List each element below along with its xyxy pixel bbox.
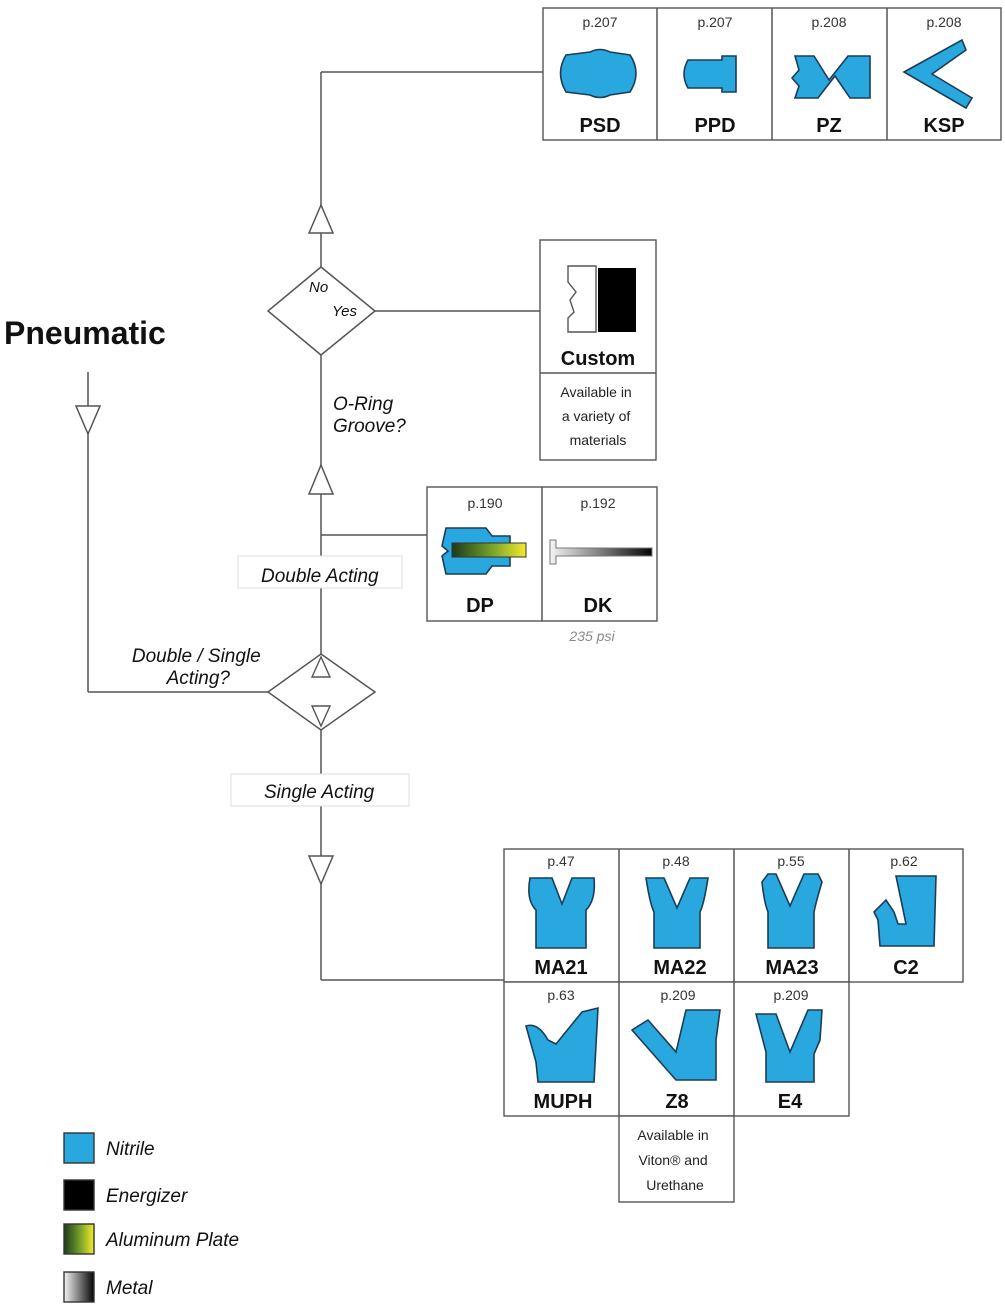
page-ref: p.63 bbox=[547, 987, 574, 1003]
page-ref: p.48 bbox=[662, 853, 689, 869]
svg-text:Custom: Custom bbox=[561, 348, 635, 370]
seal-name: MA22 bbox=[653, 957, 706, 979]
nitrile-swatch bbox=[63, 1132, 95, 1164]
seal-name: MA23 bbox=[765, 957, 818, 979]
single-acting-label: Single Acting bbox=[264, 782, 375, 803]
page-ref: p.62 bbox=[890, 853, 917, 869]
seal-card-ma22: p.48 MA22 bbox=[645, 853, 709, 979]
seal-name: C2 bbox=[893, 957, 919, 979]
acting-decision-diamond bbox=[266, 653, 377, 731]
legend-item-nitrile: Nitrile bbox=[63, 1132, 155, 1164]
seal-name: E4 bbox=[778, 1091, 803, 1113]
e4-profile-icon bbox=[754, 1009, 823, 1083]
arrow-up-icon bbox=[307, 463, 335, 495]
aluminum-plate-swatch bbox=[63, 1223, 95, 1255]
page-ref: p.209 bbox=[773, 987, 808, 1003]
oring-decision-diamond bbox=[266, 266, 377, 356]
flow-arrows bbox=[74, 203, 335, 886]
energizer-block-icon bbox=[598, 268, 636, 332]
page-ref: p.55 bbox=[777, 853, 804, 869]
svg-text:Energizer: Energizer bbox=[106, 1186, 188, 1207]
page-ref: p.208 bbox=[811, 14, 846, 30]
arrow-down-icon bbox=[74, 405, 102, 436]
custom-note: Available in a variety of materials bbox=[560, 384, 635, 448]
seal-card-pz: p.208 PZ bbox=[790, 14, 871, 137]
page-ref: p.208 bbox=[926, 14, 961, 30]
no-label: No bbox=[309, 279, 328, 296]
ma21-profile-icon bbox=[528, 877, 596, 949]
custom-card: Custom Available in a variety of materia… bbox=[539, 239, 657, 461]
connector-lines bbox=[87, 71, 543, 981]
oring-question: O-Ring Groove? bbox=[333, 394, 406, 437]
pressure-note: 235 psi bbox=[568, 628, 615, 644]
arrow-up-icon bbox=[307, 203, 335, 234]
seal-card-c2: p.62 C2 bbox=[873, 853, 937, 979]
svg-text:Metal: Metal bbox=[106, 1278, 153, 1299]
seal-name: Z8 bbox=[665, 1091, 688, 1113]
arrow-down-icon bbox=[307, 855, 335, 886]
muph-profile-icon bbox=[525, 1006, 599, 1083]
seal-card-ppd: p.207 PPD bbox=[683, 14, 737, 137]
double-acting-group: p.190 DP p.192 DK 235 psi bbox=[426, 486, 658, 644]
ppd-profile-icon bbox=[683, 55, 737, 93]
arrow-up-icon bbox=[310, 655, 332, 678]
seal-card-muph: p.63 MUPH bbox=[525, 987, 599, 1113]
psd-profile-icon bbox=[559, 48, 637, 99]
energizer-swatch bbox=[63, 1179, 95, 1211]
custom-seal-profile-icon bbox=[567, 265, 597, 333]
page-ref: p.207 bbox=[582, 14, 617, 30]
pz-profile-icon bbox=[790, 55, 871, 99]
no-groove-group: p.207 PSD p.207 PPD p.208 PZ p.208 KSP bbox=[542, 7, 1002, 141]
acting-question: Double / Single Acting? bbox=[132, 646, 266, 689]
seal-name: DP bbox=[466, 595, 494, 617]
seal-card-dp: p.190 DP bbox=[441, 495, 527, 617]
page-ref: p.192 bbox=[580, 495, 615, 511]
seal-name: MUPH bbox=[534, 1091, 593, 1113]
yes-label: Yes bbox=[332, 303, 358, 320]
svg-text:Nitrile: Nitrile bbox=[106, 1139, 155, 1160]
seal-name: DK bbox=[584, 595, 613, 617]
seal-card-ma21: p.47 MA21 bbox=[528, 853, 596, 979]
z8-profile-icon bbox=[630, 1009, 721, 1081]
page-ref: p.209 bbox=[660, 987, 695, 1003]
page-ref: p.190 bbox=[467, 495, 502, 511]
dk-metal-profile-icon bbox=[549, 539, 653, 565]
metal-swatch bbox=[63, 1271, 95, 1303]
double-acting-label-bg bbox=[237, 555, 403, 589]
svg-text:Aluminum Plate: Aluminum Plate bbox=[105, 1230, 239, 1251]
page-ref: p.207 bbox=[697, 14, 732, 30]
seal-card-e4: p.209 E4 bbox=[754, 987, 823, 1113]
seal-card-ma23: p.55 MA23 bbox=[761, 853, 823, 979]
legend: Nitrile Energizer Aluminum Plate Metal bbox=[63, 1132, 239, 1303]
double-acting-label: Double Acting bbox=[261, 566, 379, 587]
page-title: Pneumatic bbox=[4, 315, 166, 351]
seal-card-psd: p.207 PSD bbox=[559, 14, 637, 137]
ksp-profile-icon bbox=[902, 38, 974, 110]
seal-card-dk: p.192 DK bbox=[549, 495, 653, 617]
page-ref: p.47 bbox=[547, 853, 574, 869]
seal-card-ksp: p.208 KSP bbox=[902, 14, 974, 137]
ma23-profile-icon bbox=[761, 873, 823, 949]
legend-item-energizer: Energizer bbox=[63, 1179, 188, 1211]
seal-name: KSP bbox=[923, 115, 964, 137]
c2-profile-icon bbox=[873, 875, 937, 947]
single-acting-group: p.47 MA21 p.48 MA22 p.55 MA23 p.62 C2 p.… bbox=[503, 848, 964, 1203]
arrow-down-icon bbox=[310, 705, 332, 728]
seal-name: MA21 bbox=[534, 957, 587, 979]
seal-name: PPD bbox=[694, 115, 735, 137]
aluminum-plate-icon bbox=[451, 542, 527, 558]
ma22-profile-icon bbox=[645, 877, 709, 949]
legend-item-metal: Metal bbox=[63, 1271, 153, 1303]
single-acting-label-bg bbox=[230, 773, 410, 807]
seal-name: PSD bbox=[579, 115, 620, 137]
z8-material-note: Available in Viton® and Urethane bbox=[637, 1127, 712, 1193]
seal-name: PZ bbox=[816, 115, 842, 137]
legend-item-aluminum-plate: Aluminum Plate bbox=[63, 1223, 239, 1255]
seal-card-z8: p.209 Z8 bbox=[630, 987, 721, 1113]
